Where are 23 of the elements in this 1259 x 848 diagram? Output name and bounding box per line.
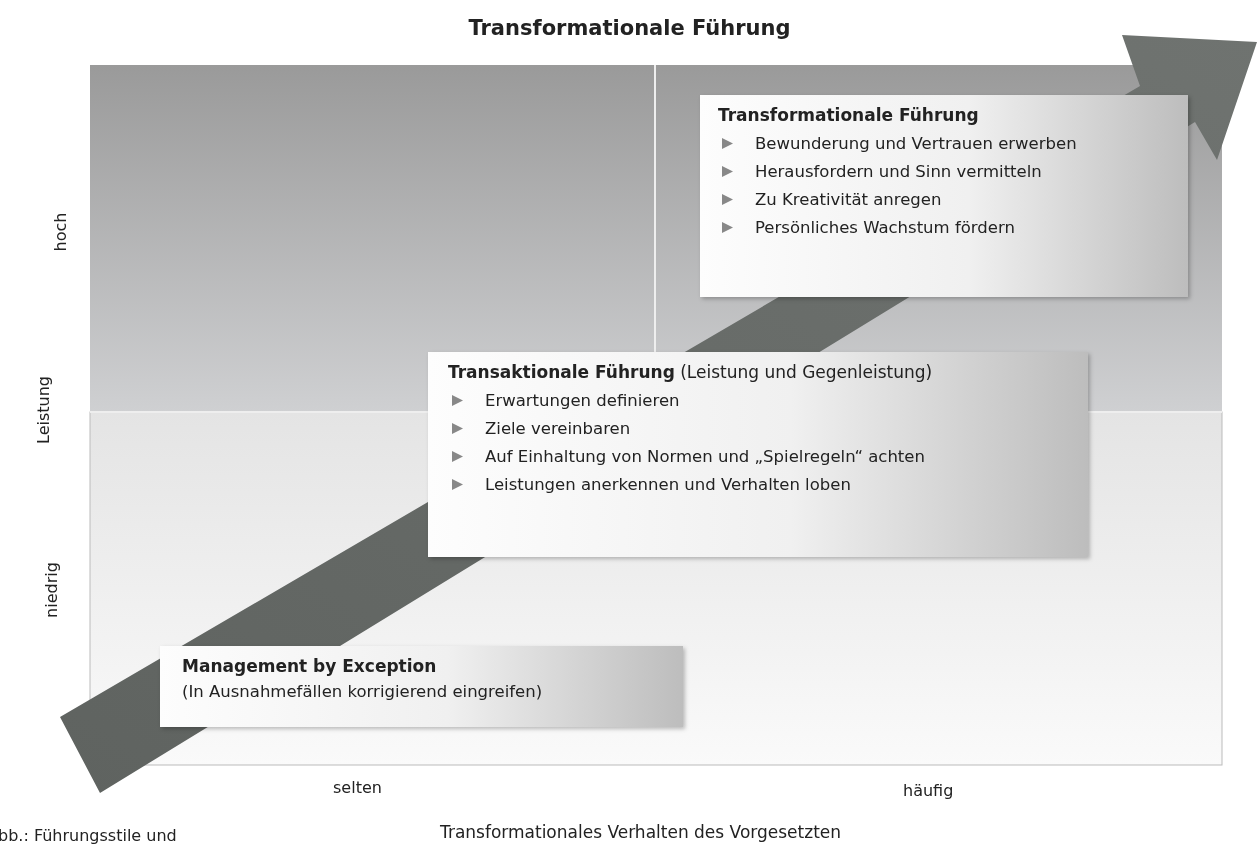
bullet-text: Auf Einhaltung von Normen und „Spielregeln“ achten — [485, 447, 925, 466]
bullet-text: Ziele vereinbaren — [485, 419, 631, 438]
caption-text: bb.: Führungsstile und — [0, 826, 177, 845]
diagram-title: Transformationale Führung — [467, 16, 792, 40]
bullet-text: Leistungen anerkennen und Verhalten loben — [485, 475, 851, 494]
info-box — [160, 646, 683, 727]
axis-tick-label: häufig — [903, 781, 954, 800]
box-heading: Transformationale Führung — [718, 105, 980, 125]
bullet-text: Herausfordern und Sinn vermitteln — [755, 162, 1042, 181]
axis-tick-label: selten — [333, 778, 382, 797]
axis-tick-label: niedrig — [41, 562, 61, 618]
box-text: (In Ausnahmefällen korrigierend eingreifen) — [182, 682, 544, 701]
axis-tick-label: hoch — [50, 212, 70, 252]
bullet-text: Erwartungen definieren — [485, 391, 680, 410]
info-card — [700, 95, 1188, 297]
box-heading: Transaktionale Führung (Leistung und Gegenleistung) — [448, 362, 934, 382]
info-card — [428, 352, 1088, 557]
axis-title: Transformationales Verhalten des Vorgesetzten — [440, 822, 842, 842]
axis-title: Leistung — [33, 376, 53, 444]
bullet-text: Persönliches Wachstum fördern — [755, 218, 1015, 237]
bullet-text: Bewunderung und Vertrauen erwerben — [755, 134, 1077, 153]
bullet-text: Zu Kreativität anregen — [755, 190, 942, 209]
box-heading: Management by Exception — [182, 656, 438, 676]
